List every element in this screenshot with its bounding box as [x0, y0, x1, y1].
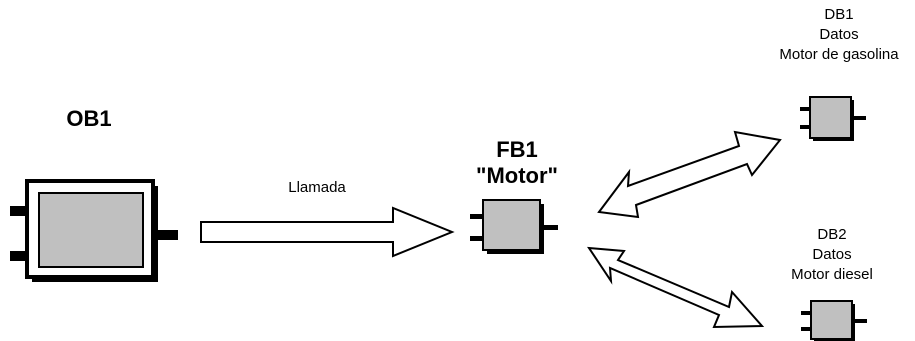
fb1-connector-in-top: [470, 214, 483, 219]
ob1-connector-in-top: [10, 206, 28, 216]
db2-label-line3: Motor diesel: [791, 266, 873, 283]
db1-double-arrow: [597, 130, 782, 219]
fb1-title: FB1: [496, 137, 538, 162]
db1-connector-in-top: [800, 107, 810, 111]
db1-label-line2: Datos: [819, 26, 859, 43]
db1-block-body: [809, 96, 852, 139]
db1-block: [800, 96, 866, 141]
fb1-connector-in-bottom: [470, 236, 483, 241]
fb1-block: [470, 199, 558, 254]
call-arrow: [200, 206, 455, 258]
db1-label-line1: DB1: [824, 6, 854, 23]
db2-connector-out: [855, 319, 867, 323]
db2-connector-in-bottom: [801, 327, 811, 331]
fb1-subtitle: "Motor": [476, 163, 558, 188]
fb1-connector-out: [544, 225, 558, 230]
ob1-connector-in-bottom: [10, 251, 28, 261]
db2-double-arrow: [587, 246, 765, 329]
db2-block-body: [810, 300, 853, 340]
db2-block: [801, 300, 867, 341]
call-arrow-label: Llamada: [288, 179, 346, 196]
ob1-connector-out: [154, 230, 178, 240]
db1-label-line3: Motor de gasolina: [779, 46, 899, 63]
fb1-block-body: [482, 199, 541, 251]
db1-connector-in-bottom: [800, 125, 810, 129]
db1-connector-out: [854, 116, 866, 120]
ob1-block: [10, 179, 178, 282]
db2-label-line2: Datos: [812, 246, 852, 263]
ob1-title: OB1: [66, 106, 112, 131]
ob1-block-body: [38, 192, 144, 268]
db2-label-line1: DB2: [817, 226, 847, 243]
db2-connector-in-top: [801, 311, 811, 315]
